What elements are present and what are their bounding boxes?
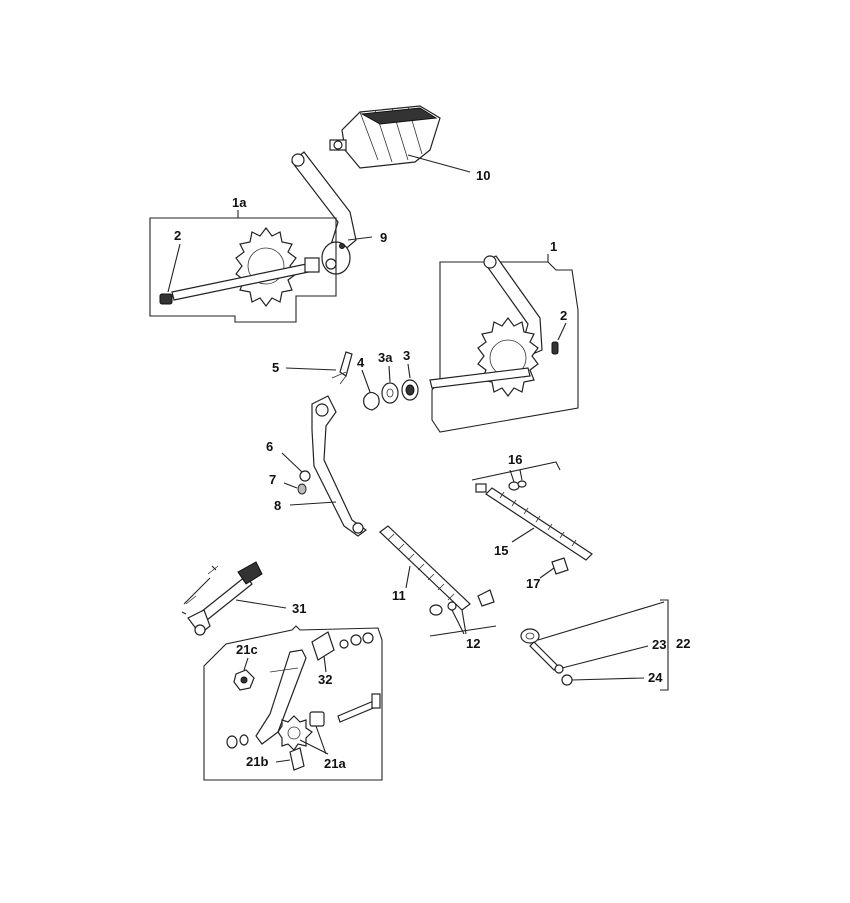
- leader-2a: [167, 243, 181, 293]
- leader-12a: [451, 609, 465, 635]
- washers-21: [226, 734, 249, 749]
- callout-3a: 3a: [378, 350, 393, 365]
- bracket-16: [471, 461, 561, 481]
- leader-32: [323, 655, 327, 673]
- callout-10: 10: [476, 168, 490, 183]
- bolt-21a: [337, 693, 381, 723]
- callout-11: 11: [392, 588, 406, 603]
- leader-3a: [388, 365, 391, 383]
- bushing-21a: [309, 711, 325, 727]
- leader-7: [283, 482, 298, 489]
- callout-15: 15: [494, 543, 508, 558]
- leader-21a-1: [315, 725, 327, 755]
- callout-21b: 21b: [246, 754, 268, 769]
- callout-32: 32: [318, 672, 332, 687]
- grub-screw-2a: [159, 293, 173, 305]
- callout-21c: 21c: [236, 642, 258, 657]
- bearing-3: [401, 379, 419, 401]
- leader-24: [571, 677, 645, 681]
- callout-1a: 1a: [232, 195, 247, 210]
- master-link-16: [475, 480, 527, 493]
- callout-23: 23: [652, 637, 666, 652]
- callout-17: 17: [526, 576, 540, 591]
- bracket-plate-32: [311, 631, 374, 661]
- sprocket-1a: [235, 227, 297, 307]
- callout-24: 24: [648, 670, 663, 685]
- washer-7: [297, 483, 307, 495]
- leader-23: [561, 645, 649, 669]
- pedal: [329, 105, 441, 169]
- leader-2b: [557, 322, 567, 341]
- leader-15: [511, 527, 535, 543]
- crank-arm-1: [483, 255, 543, 357]
- callout-31: 31: [292, 601, 306, 616]
- leader-16a: [509, 469, 515, 483]
- chain-links-12: [429, 589, 495, 616]
- crank-arm-8: [311, 395, 368, 537]
- callout-1: 1: [550, 239, 557, 254]
- nut-6: [299, 470, 311, 482]
- callout-21a: 21a: [324, 756, 346, 771]
- callout-12: 12: [466, 636, 480, 651]
- callout-16: 16: [508, 452, 522, 467]
- spacer-4: [363, 391, 380, 411]
- leader-9: [347, 236, 373, 241]
- callout-6: 6: [266, 439, 273, 454]
- callout-4: 4: [357, 355, 365, 370]
- chain-11: [379, 525, 471, 611]
- group-21-frame: [203, 625, 383, 781]
- leader-12b: [461, 609, 467, 635]
- leader-21b: [275, 759, 291, 763]
- leader-17: [539, 567, 555, 579]
- leader-21c: [243, 657, 249, 671]
- callout-22: 22: [676, 636, 690, 651]
- leader-6: [281, 452, 303, 473]
- leader-5: [285, 367, 337, 371]
- axle-1a: [171, 257, 320, 301]
- cotter-pin-5: [331, 351, 353, 385]
- axle-1: [429, 367, 531, 389]
- callout-3: 3: [403, 348, 410, 363]
- callout-2a: 2: [174, 228, 181, 243]
- leader-22: [537, 601, 665, 641]
- nut-21c: [233, 669, 255, 691]
- idler-sprocket-21a: [277, 715, 313, 751]
- leader-10: [407, 154, 471, 173]
- leader-3: [407, 363, 411, 379]
- bracket-22: [660, 599, 669, 691]
- callout-2b: 2: [560, 308, 567, 323]
- bracket-31: [181, 565, 217, 615]
- leader-16b: [519, 469, 523, 481]
- shaft-assembly-31: [185, 561, 263, 636]
- group-1a-frame: [149, 217, 337, 323]
- washer-3a: [381, 382, 399, 404]
- chain-15: [485, 487, 593, 561]
- callout-5: 5: [272, 360, 279, 375]
- leader-4: [361, 369, 371, 393]
- leader-31: [235, 599, 287, 609]
- clip-17: [551, 557, 569, 575]
- grub-screw-2b: [551, 341, 559, 355]
- clip-21b: [289, 747, 305, 771]
- leader-8: [289, 501, 337, 506]
- callout-8: 8: [274, 498, 281, 513]
- callout-9: 9: [380, 230, 387, 245]
- leader-21a-2: [299, 739, 329, 755]
- leader-11: [405, 565, 411, 589]
- crank-arm-9: [291, 151, 357, 275]
- tensioner-arm-21: [255, 649, 307, 745]
- callout-7: 7: [269, 472, 276, 487]
